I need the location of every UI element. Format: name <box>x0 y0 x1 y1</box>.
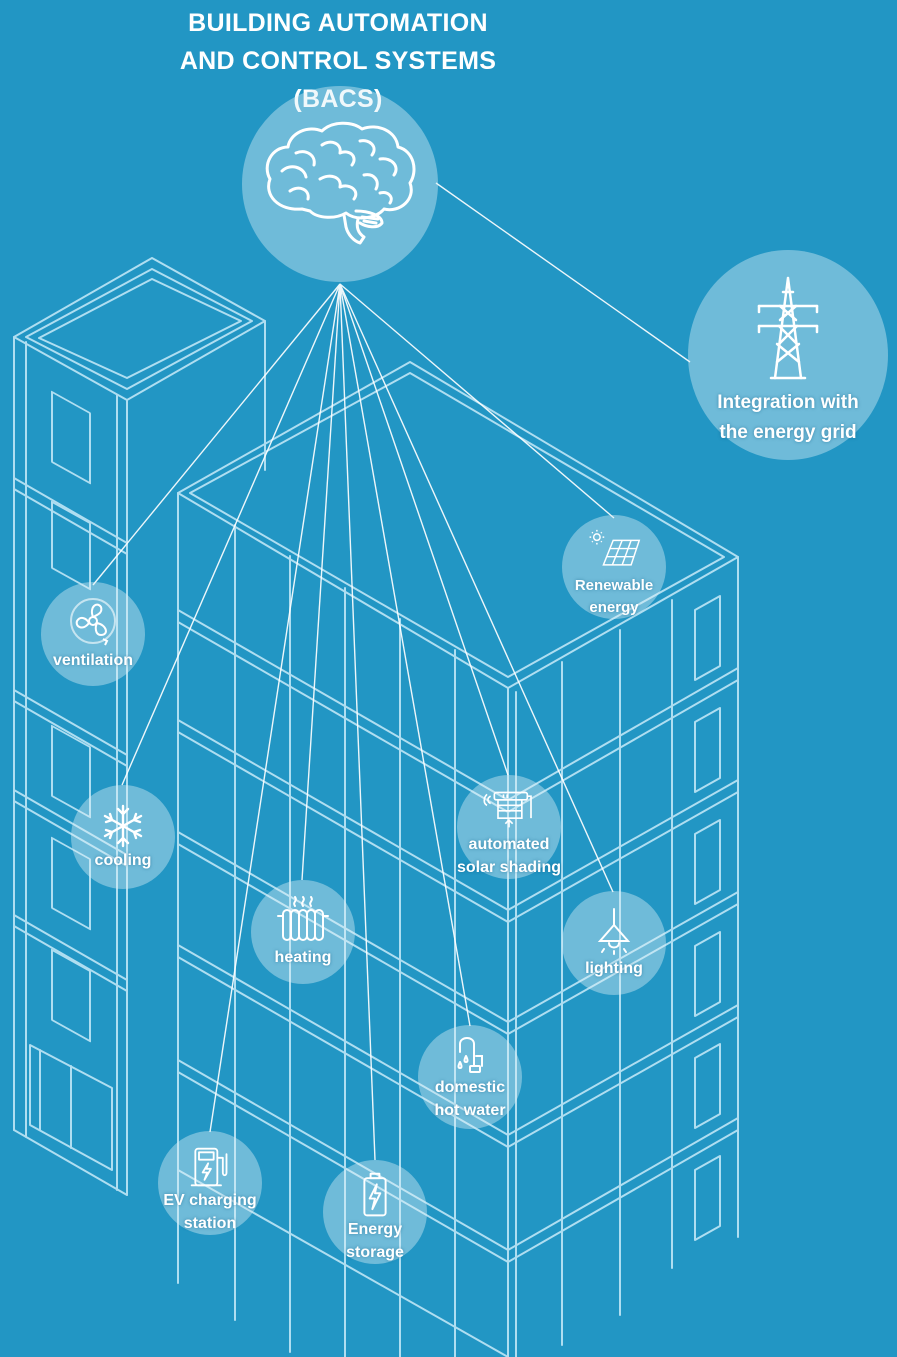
fan-icon <box>70 597 116 645</box>
storage-label-line-2: storage <box>346 1244 404 1261</box>
grid-label-line-1: Integration with <box>717 392 859 413</box>
heating-label: heating <box>274 948 332 966</box>
link-heating <box>301 283 341 881</box>
node-cooling: cooling <box>71 785 175 889</box>
node-hot-water: domestic hot water <box>418 1025 522 1129</box>
cooling-label: cooling <box>94 851 152 869</box>
link-ev-charging <box>209 283 341 1133</box>
link-grid <box>435 182 691 363</box>
lamp-icon <box>597 907 631 955</box>
node-lighting: lighting <box>562 891 666 995</box>
solar-shading-label-line-1: automated <box>468 836 550 853</box>
ev-label-line-1: EV charging <box>163 1192 257 1209</box>
node-solar-shading: automated solar shading <box>457 775 561 879</box>
hot-water-label-line-2: hot water <box>434 1102 506 1119</box>
link-hot-water <box>339 283 471 1027</box>
ventilation-label: ventilation <box>52 651 133 669</box>
battery-icon <box>363 1172 387 1217</box>
solar-shading-label-line-2: solar shading <box>456 859 562 876</box>
title-line-1: BUILDING AUTOMATION <box>188 9 488 37</box>
storage-label-line-1: Energy <box>347 1221 403 1238</box>
hot-water-label-line-1: domestic <box>434 1079 506 1096</box>
title-line-2: AND CONTROL SYSTEMS <box>179 47 497 75</box>
link-storage <box>339 283 376 1161</box>
bacs-hub <box>242 86 438 282</box>
renewable-label-line-1: Renewable <box>574 577 654 594</box>
node-ventilation: ventilation <box>41 582 145 686</box>
power-pylon-icon <box>757 276 819 380</box>
brain-icon <box>265 121 416 245</box>
link-cooling <box>121 283 341 786</box>
lighting-label: lighting <box>585 959 643 977</box>
faucet-icon <box>457 1037 483 1073</box>
node-ev-charging: EV charging station <box>158 1131 262 1235</box>
node-energy-grid: Integration with the energy grid <box>688 250 888 460</box>
title-line-3: (BACS) <box>293 85 383 113</box>
link-lighting <box>339 283 614 893</box>
grid-label-line-2: the energy grid <box>719 422 857 443</box>
snowflake-icon <box>103 804 143 847</box>
ev-charger-icon <box>190 1147 228 1187</box>
link-ventilation <box>92 283 341 586</box>
node-energy-storage: Energy storage <box>323 1160 427 1264</box>
solar-panel-icon <box>589 529 641 566</box>
ev-label-line-2: station <box>183 1215 237 1232</box>
link-renewable <box>339 283 615 519</box>
renewable-label-line-2: energy <box>589 599 639 616</box>
node-renewable-energy: Renewable energy <box>562 515 666 619</box>
radiator-icon <box>277 895 329 941</box>
solar-shading-icon <box>483 791 532 828</box>
diagram-title: BUILDING AUTOMATION AND CONTROL SYSTEMS … <box>138 4 538 118</box>
node-heating: heating <box>251 880 355 984</box>
link-solar-shading <box>339 283 509 776</box>
